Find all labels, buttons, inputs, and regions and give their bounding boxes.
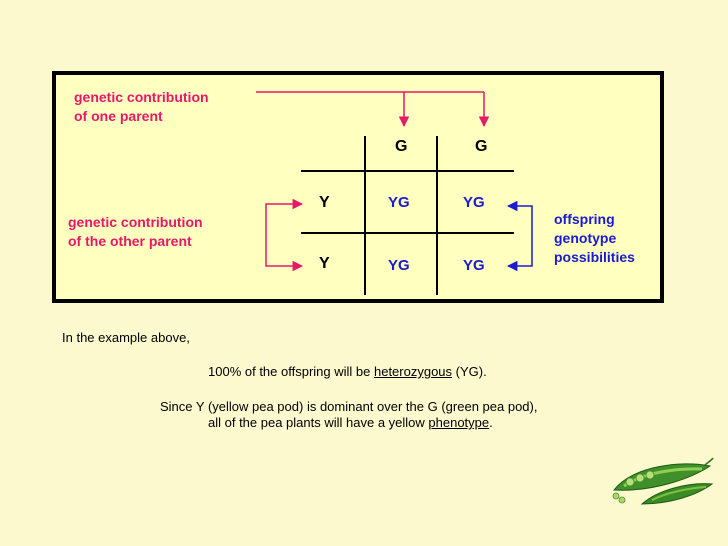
label-other-parent-line1: genetic contribution [68, 214, 203, 230]
column-allele-2: G [475, 138, 488, 155]
label-other-parent: genetic contribution of the other parent [68, 213, 203, 251]
label-other-parent-line2: of the other parent [68, 233, 192, 249]
line1-pre: 100% of the offspring will be [208, 364, 374, 379]
phenotype-link[interactable]: phenotype [428, 415, 490, 430]
pea-pod-icon [612, 457, 714, 505]
cell-r2c2: YG [463, 257, 485, 274]
row-allele-2: Y [319, 255, 330, 272]
label-offspring: offspring genotype possibilities [554, 210, 635, 267]
statement-line-3: all of the pea plants will have a yellow… [208, 415, 493, 430]
cell-r1c1: YG [388, 194, 410, 211]
label-offspring-line3: possibilities [554, 249, 635, 265]
offspring-connector [506, 200, 533, 272]
line3-pre: all of the pea plants will have a yellow [208, 415, 429, 430]
statement-line-1: 100% of the offspring will be heterozygo… [208, 364, 487, 379]
line1-post: (YG). [452, 364, 487, 379]
line3-post: . [489, 415, 493, 430]
label-offspring-line1: offspring [554, 211, 615, 227]
cell-r2c1: YG [388, 257, 410, 274]
punnett-panel [52, 71, 664, 303]
cell-r1c2: YG [463, 194, 485, 211]
label-offspring-line2: genotype [554, 230, 617, 246]
heterozygous-link[interactable]: heterozygous [373, 364, 453, 379]
intro-text: In the example above, [62, 330, 190, 345]
statement-line-2: Since Y (yellow pea pod) is dominant ove… [160, 399, 538, 414]
label-one-parent-line2: of one parent [74, 108, 163, 124]
label-one-parent: genetic contribution of one parent [74, 88, 209, 126]
left-parent-connector [265, 198, 304, 272]
row-allele-1: Y [319, 194, 330, 211]
label-one-parent-line1: genetic contribution [74, 89, 209, 105]
column-allele-1: G [395, 138, 408, 155]
